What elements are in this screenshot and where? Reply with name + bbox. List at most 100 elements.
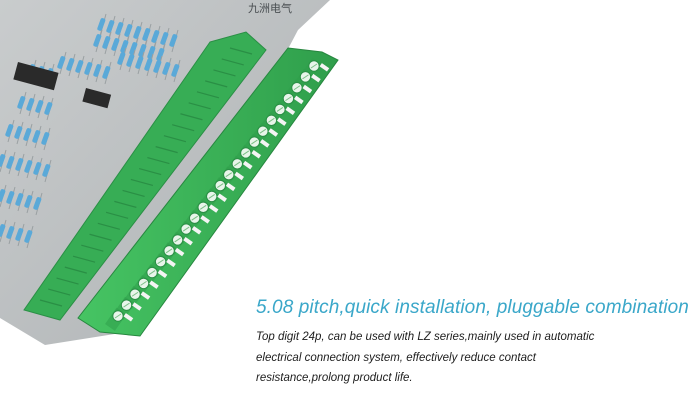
number-strip [242, 160, 253, 170]
resistor [97, 18, 106, 31]
header-rib [56, 277, 79, 285]
pcb-components [0, 13, 181, 249]
pin-header-base [23, 31, 267, 321]
resistor [138, 44, 147, 57]
number-strip [174, 247, 185, 257]
resistor [15, 193, 24, 206]
number-strip [191, 226, 202, 235]
number-strip [251, 150, 262, 159]
number-strip [217, 193, 227, 202]
number-strip [234, 171, 245, 181]
ic-chip [13, 62, 59, 91]
resistor [6, 156, 15, 169]
resistor [26, 98, 35, 111]
screw-slot [293, 85, 301, 91]
number-strip [183, 236, 193, 246]
screw-slot [251, 139, 258, 145]
resistor [17, 96, 26, 109]
screw-slot [310, 63, 318, 69]
screw-slot [225, 172, 233, 178]
header-rib [163, 135, 187, 143]
screw-slot [268, 117, 275, 123]
header-rib [39, 299, 63, 307]
resistor [156, 48, 165, 61]
header-rib [64, 266, 87, 274]
resistor [57, 56, 66, 69]
resistor [24, 195, 33, 208]
number-strip [140, 291, 151, 300]
screw-slot [157, 259, 164, 265]
number-strip [208, 204, 219, 213]
screw-slot [140, 280, 147, 286]
screw-slot [216, 183, 224, 188]
number-strip [123, 313, 134, 322]
resistor [14, 126, 23, 139]
resistor [32, 130, 41, 143]
number-strip [166, 258, 176, 268]
header-rib [48, 288, 71, 296]
description-line-3: resistance,prolong product life. [256, 372, 413, 384]
header-rib [172, 124, 195, 132]
screw-slot [242, 150, 250, 156]
header-rib [196, 91, 220, 99]
resistor [41, 132, 50, 145]
resistor [171, 64, 180, 77]
resistor [15, 158, 24, 171]
resistor [160, 32, 169, 45]
number-strip [268, 128, 279, 137]
screw-slot [182, 226, 190, 232]
resistor [93, 64, 102, 77]
resistor [102, 36, 111, 49]
number-strip [200, 215, 210, 224]
number-strip [285, 106, 296, 115]
resistor [144, 58, 153, 71]
resistor [111, 38, 120, 51]
screw-slot [174, 237, 181, 243]
resistor [126, 54, 135, 67]
resistor [133, 26, 142, 39]
screw-slot [259, 128, 267, 134]
header-rib [97, 222, 120, 230]
header-rib [229, 47, 253, 55]
number-strip [302, 84, 313, 94]
header-rib [81, 244, 104, 252]
resistor [129, 42, 138, 55]
resistor [117, 52, 126, 65]
header-rib [180, 113, 203, 121]
number-strip [149, 280, 159, 289]
resistor [66, 58, 75, 71]
screw-slot [234, 161, 241, 167]
resistor [0, 189, 6, 202]
screw-slot [148, 270, 156, 275]
resistor [102, 66, 111, 79]
ic-chip [82, 88, 112, 109]
resistor [35, 100, 44, 113]
number-strip [225, 182, 236, 192]
resistor [24, 230, 33, 243]
header-rib [122, 189, 145, 198]
resistor [153, 60, 162, 73]
header-rib [130, 178, 154, 187]
header-rib [138, 167, 162, 176]
screw-slot [302, 74, 309, 80]
number-strip [132, 302, 142, 311]
resistor [169, 34, 178, 47]
resistor [15, 228, 24, 241]
resistor [124, 24, 133, 37]
headline: 5.08 pitch,quick installation, pluggable… [256, 297, 689, 318]
resistor [115, 22, 124, 35]
resistor [23, 128, 32, 141]
header-rib [155, 146, 178, 154]
description-line-1: Top digit 24p, can be used with LZ serie… [256, 331, 595, 343]
resistor [142, 28, 151, 41]
screw-slot [165, 248, 173, 254]
resistor [42, 164, 51, 177]
board-marking: 九洲电气 [248, 1, 292, 15]
header-rib [72, 255, 96, 263]
header-rib [213, 69, 236, 77]
screw-slot [131, 291, 139, 297]
description-line-2: electrical connection system, effectivel… [256, 352, 536, 364]
screw-slot [276, 107, 284, 112]
resistor [147, 46, 156, 59]
